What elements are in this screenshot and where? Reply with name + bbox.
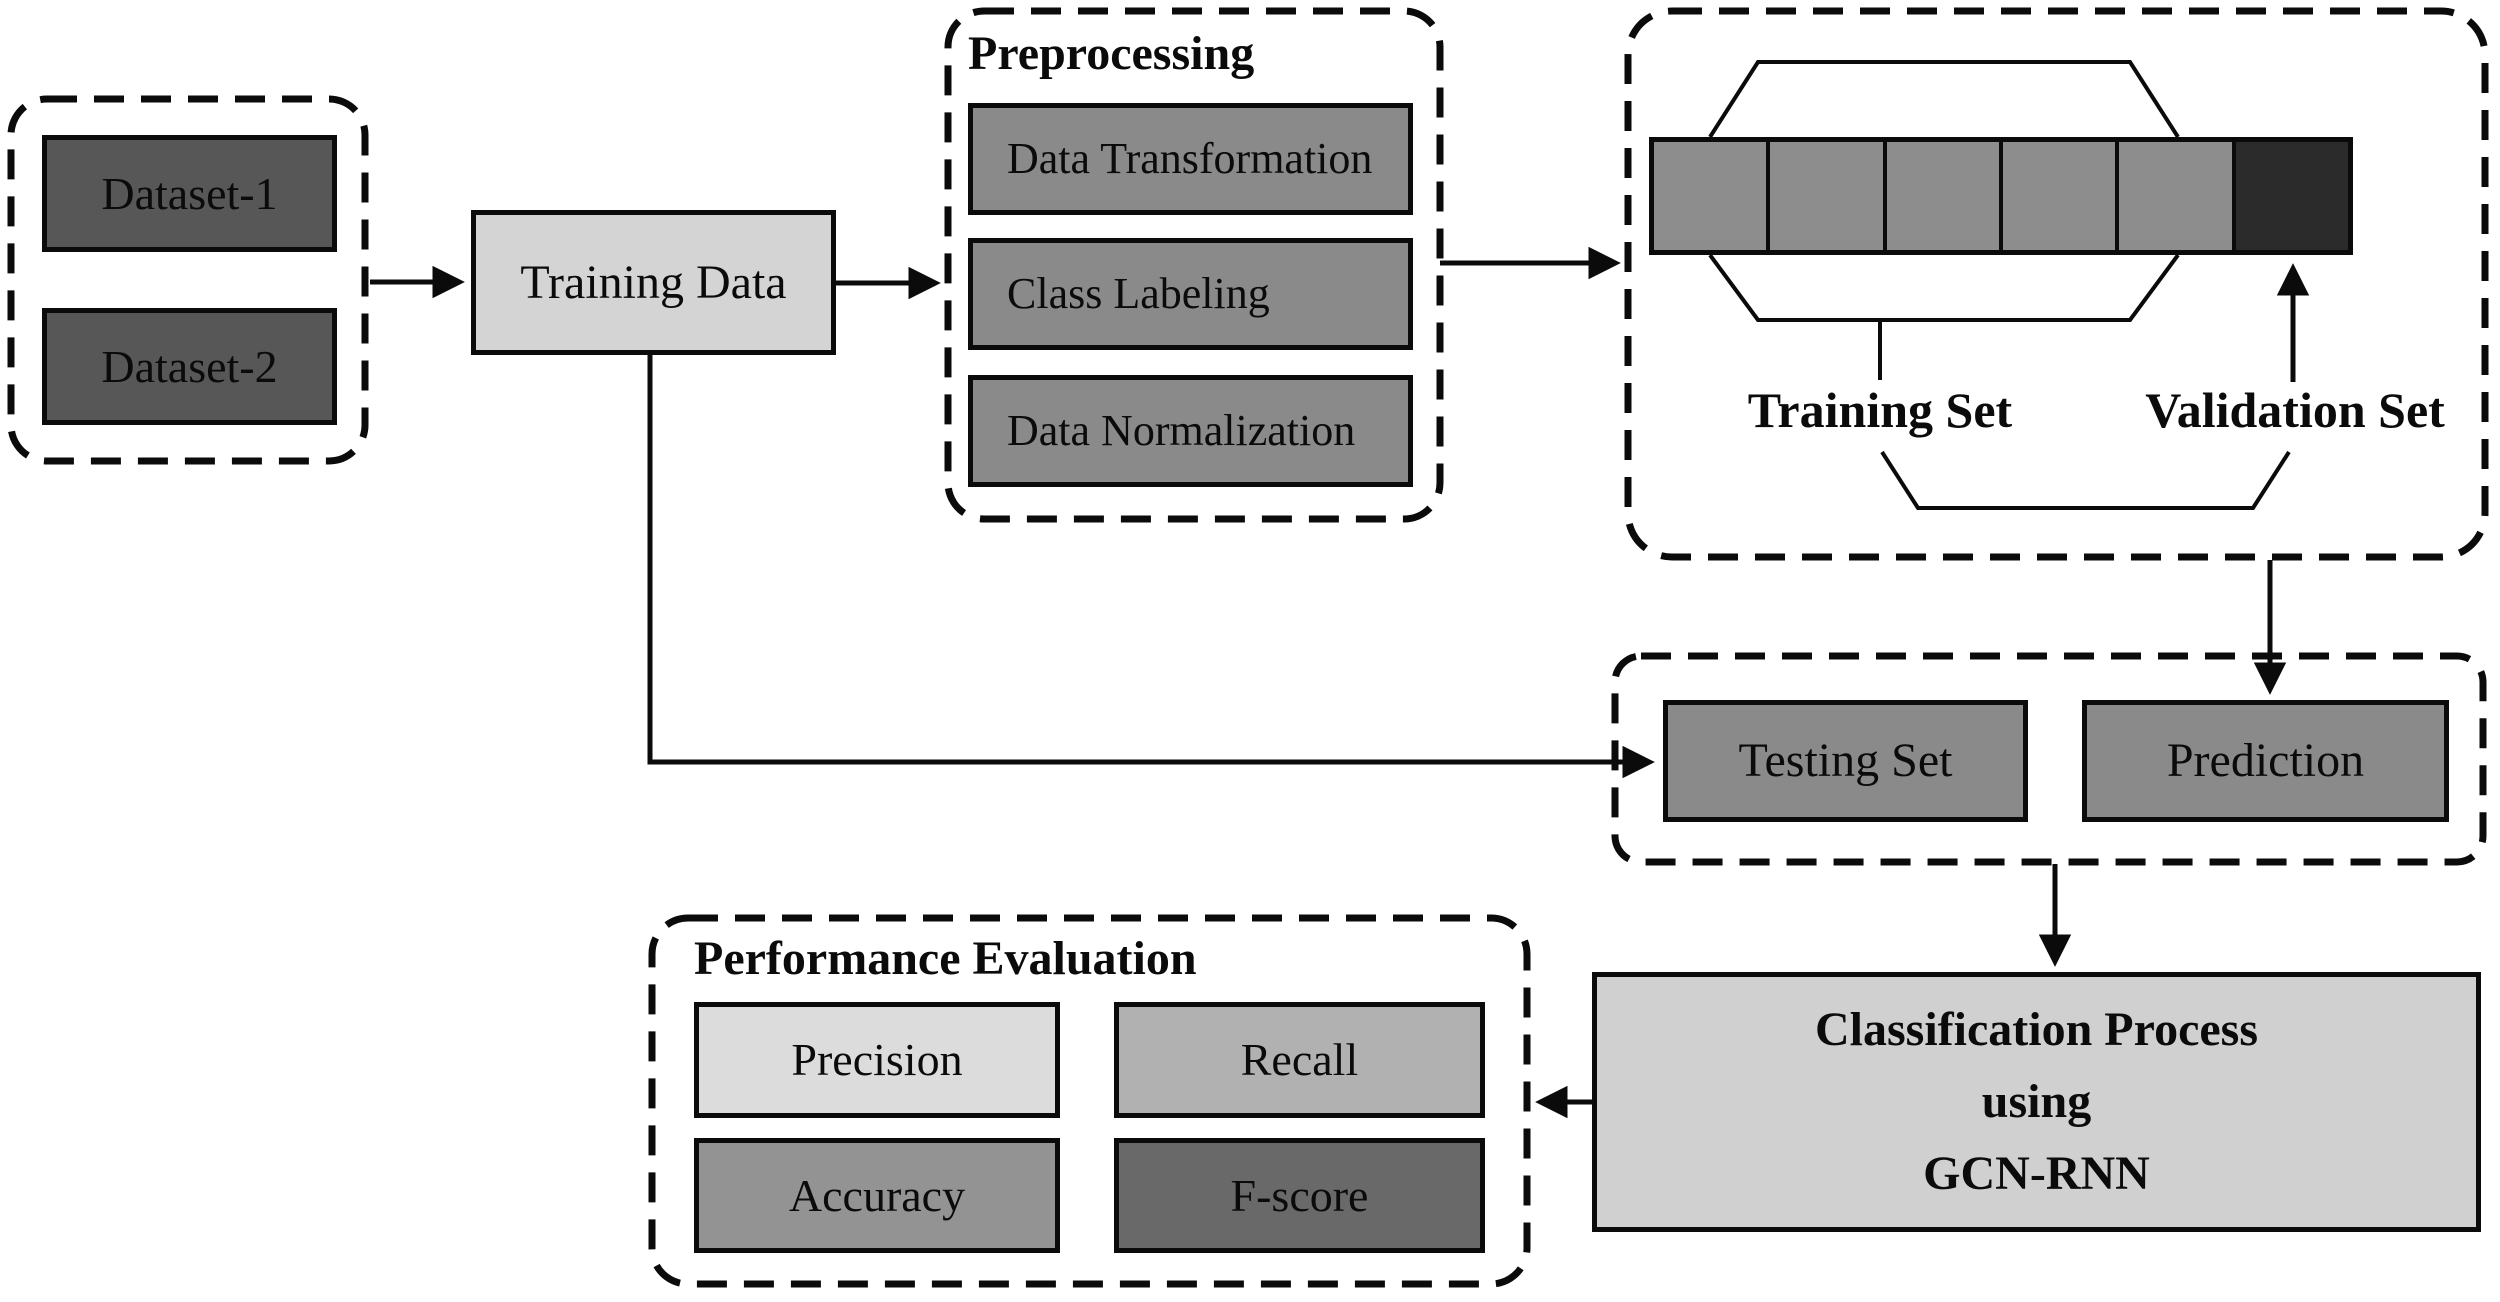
classification-line-2: using [1981, 1075, 2092, 1128]
prediction-box: Prediction [2082, 700, 2449, 822]
arrow-training-to-testing-set [647, 355, 1655, 779]
datasets-container [7, 95, 369, 465]
preprocessing-step-transformation: Data Transformation [968, 103, 1413, 215]
evaluation-container [648, 914, 1531, 1288]
precision-box: Precision [694, 1002, 1060, 1118]
preprocessing-step-normalization: Data Normalization [968, 375, 1413, 487]
preprocessing-container [944, 7, 1444, 523]
dataset-1-label: Dataset-1 [101, 167, 278, 219]
testing-set-label: Testing Set [1738, 734, 1953, 787]
step-normalization-label: Data Normalization [1007, 406, 1356, 455]
bracket-above-bar [1708, 60, 2180, 139]
fscore-label: F-score [1230, 1169, 1369, 1221]
testing-set-box: Testing Set [1663, 700, 2028, 822]
step-labeling-label: Class Labeling [1007, 269, 1270, 318]
training-set-label: Training Set [1747, 382, 2013, 438]
accuracy-label: Accuracy [788, 1169, 966, 1221]
fscore-box: F-score [1114, 1138, 1485, 1253]
fold-segment [1654, 142, 1771, 250]
data-split-container [1624, 7, 2489, 561]
split-bar [1649, 137, 2353, 255]
bracket-below-labels [1880, 450, 2291, 510]
classification-box: Classification Process using GCN-RNN [1592, 972, 2481, 1232]
dataset-2-box: Dataset-2 [42, 308, 337, 425]
bracket-below-bar [1708, 253, 2180, 322]
recall-box: Recall [1114, 1002, 1485, 1118]
classification-line-3: GCN-RNN [1923, 1147, 2150, 1200]
step-transformation-label: Data Transformation [1007, 134, 1373, 183]
fold-segment [2002, 142, 2120, 250]
fold-segment [1770, 142, 1887, 250]
dataset-2-label: Dataset-2 [101, 340, 278, 392]
testing-container [1611, 652, 2487, 866]
training-data-box: Training Data [471, 210, 836, 355]
validation-segment [2235, 142, 2348, 250]
dataset-1-box: Dataset-1 [42, 135, 337, 252]
evaluation-title: Performance Evaluation [694, 932, 1197, 985]
training-data-label: Training Data [520, 255, 787, 309]
classification-line-1: Classification Process [1814, 1003, 2259, 1056]
accuracy-box: Accuracy [694, 1138, 1060, 1253]
preprocessing-step-labeling: Class Labeling [968, 238, 1413, 350]
precision-label: Precision [791, 1034, 963, 1085]
fold-segment [1886, 142, 2003, 250]
preprocessing-title: Preprocessing [968, 27, 1255, 80]
prediction-label: Prediction [2166, 734, 2365, 787]
fold-segment [2119, 142, 2236, 250]
validation-set-label: Validation Set [2145, 382, 2445, 438]
recall-label: Recall [1240, 1034, 1359, 1085]
